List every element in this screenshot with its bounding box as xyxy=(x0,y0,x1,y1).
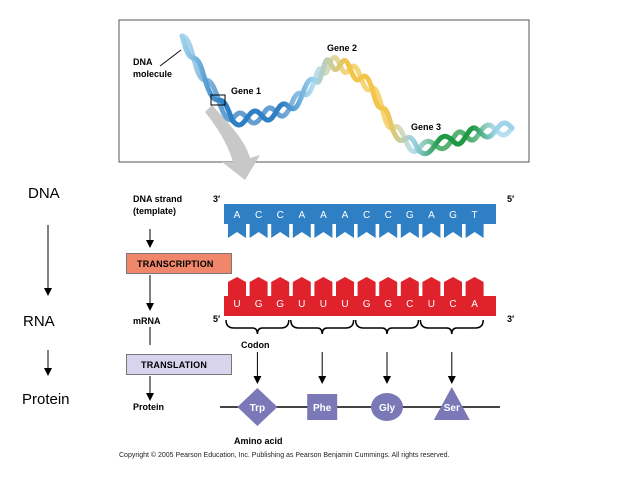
mrna-base-tooth xyxy=(336,277,354,300)
mrna-base-tooth xyxy=(314,277,333,300)
mrna-base-letter: C xyxy=(406,299,413,310)
transcription-box xyxy=(126,253,232,274)
dna-end-right: 5′ xyxy=(507,194,515,204)
mrna-base-tooth xyxy=(444,277,462,300)
mrna-backbone xyxy=(224,296,496,316)
dna-base-tooth xyxy=(292,220,311,238)
gene1-label: Gene 1 xyxy=(231,86,262,96)
mrna-label: mRNA xyxy=(133,316,161,326)
dna-strand-label: DNA strand (template) xyxy=(133,194,183,216)
codon-to-amino-arrowhead xyxy=(383,376,391,384)
dna-base-letter: A xyxy=(298,210,305,221)
helix-strand-b xyxy=(179,33,515,155)
translation-box xyxy=(126,354,232,375)
gene1-box xyxy=(210,94,226,106)
amino-acid-shape xyxy=(307,394,338,420)
dna-base-tooth xyxy=(444,220,462,238)
dna-base-tooth xyxy=(314,220,333,238)
amino-acid-shape xyxy=(237,388,278,426)
dna-base-tooth xyxy=(249,220,268,238)
mrna-base-letter: G xyxy=(363,299,371,310)
dna-base-tooth xyxy=(271,220,290,238)
dna-base-tooth xyxy=(422,220,441,238)
dna-base-letter: A xyxy=(320,210,327,221)
mrna-base-letter: A xyxy=(471,299,478,310)
transcription-label: TRANSCRIPTION xyxy=(137,259,214,269)
dna-base-tooth xyxy=(379,220,398,238)
protein-flow-label: Protein xyxy=(133,402,165,412)
amino-acid-name: Phe xyxy=(313,403,332,414)
dna-base-letter: C xyxy=(277,210,284,221)
dna-base-letter: G xyxy=(406,210,414,221)
mrna-base-tooth xyxy=(465,277,484,300)
codon-label: Codon xyxy=(241,340,270,350)
amino-acid-name: Gly xyxy=(379,403,396,414)
copyright-text: Copyright © 2005 Pearson Education, Inc.… xyxy=(119,452,450,459)
amino-acid-name: Trp xyxy=(250,403,266,414)
mrna-base-tooth xyxy=(400,277,419,300)
mrna-base-tooth xyxy=(292,277,311,300)
mrna-base-letter: U xyxy=(428,299,435,310)
mrna-base-letter: U xyxy=(233,299,240,310)
dna-base-tooth xyxy=(400,220,419,238)
mrna-base-letter: G xyxy=(384,299,392,310)
mrna-end-right: 3′ xyxy=(507,314,515,324)
dna-molecule-pointer xyxy=(159,49,182,67)
dna-molecule-label: DNA molecule xyxy=(133,57,173,79)
mrna-base-letter: U xyxy=(298,299,305,310)
codon-brace xyxy=(419,319,484,335)
dna-base-letter: C xyxy=(255,210,262,221)
codon-to-amino-arrowhead xyxy=(253,376,262,384)
amino-acid-label: Amino acid xyxy=(234,436,283,446)
mrna-base-letter: U xyxy=(320,299,327,310)
mrna-base-letter: G xyxy=(276,299,284,310)
mrna-base-tooth xyxy=(228,277,246,300)
dna-base-tooth xyxy=(336,220,354,238)
codon-to-amino-arrowhead xyxy=(318,376,327,384)
dna-base-letter: A xyxy=(428,210,435,221)
dna-level-label: DNA xyxy=(28,185,60,202)
dna-base-tooth xyxy=(228,220,246,238)
codon-to-amino-arrowhead xyxy=(447,376,456,384)
dna-base-letter: A xyxy=(342,210,349,221)
mrna-base-letter: G xyxy=(255,299,263,310)
rna-level-label: RNA xyxy=(23,313,55,330)
codon-brace xyxy=(354,319,420,335)
dna-base-letter: G xyxy=(449,210,457,221)
gene3-label: Gene 3 xyxy=(411,122,442,132)
translation-label: TRANSLATION xyxy=(141,360,208,370)
dna-base-tooth xyxy=(465,220,484,238)
gene2-label: Gene 2 xyxy=(327,43,358,53)
mrna-base-letter: C xyxy=(449,299,456,310)
amino-acid-shape xyxy=(433,387,470,420)
amino-acid-name: Ser xyxy=(444,403,460,414)
dna-base-letter: T xyxy=(472,210,478,221)
mrna-base-tooth xyxy=(271,277,290,300)
dna-end-left: 3′ xyxy=(213,194,221,204)
mrna-base-tooth xyxy=(249,277,268,300)
dna-base-letter: C xyxy=(363,210,370,221)
dna-base-tooth xyxy=(357,220,376,238)
mrna-base-tooth xyxy=(379,277,398,300)
dna-base-letter: C xyxy=(385,210,392,221)
zoom-arrow xyxy=(205,105,260,180)
mrna-end-left: 5′ xyxy=(213,314,221,324)
dna-base-letter: A xyxy=(234,210,241,221)
protein-level-label: Protein xyxy=(22,391,70,408)
mrna-base-tooth xyxy=(357,277,376,300)
codon-brace xyxy=(225,319,290,335)
mrna-base-letter: U xyxy=(341,299,348,310)
dna-backbone xyxy=(224,204,496,224)
amino-acid-shape xyxy=(371,393,403,421)
mrna-base-tooth xyxy=(422,277,441,300)
codon-brace xyxy=(290,319,355,335)
